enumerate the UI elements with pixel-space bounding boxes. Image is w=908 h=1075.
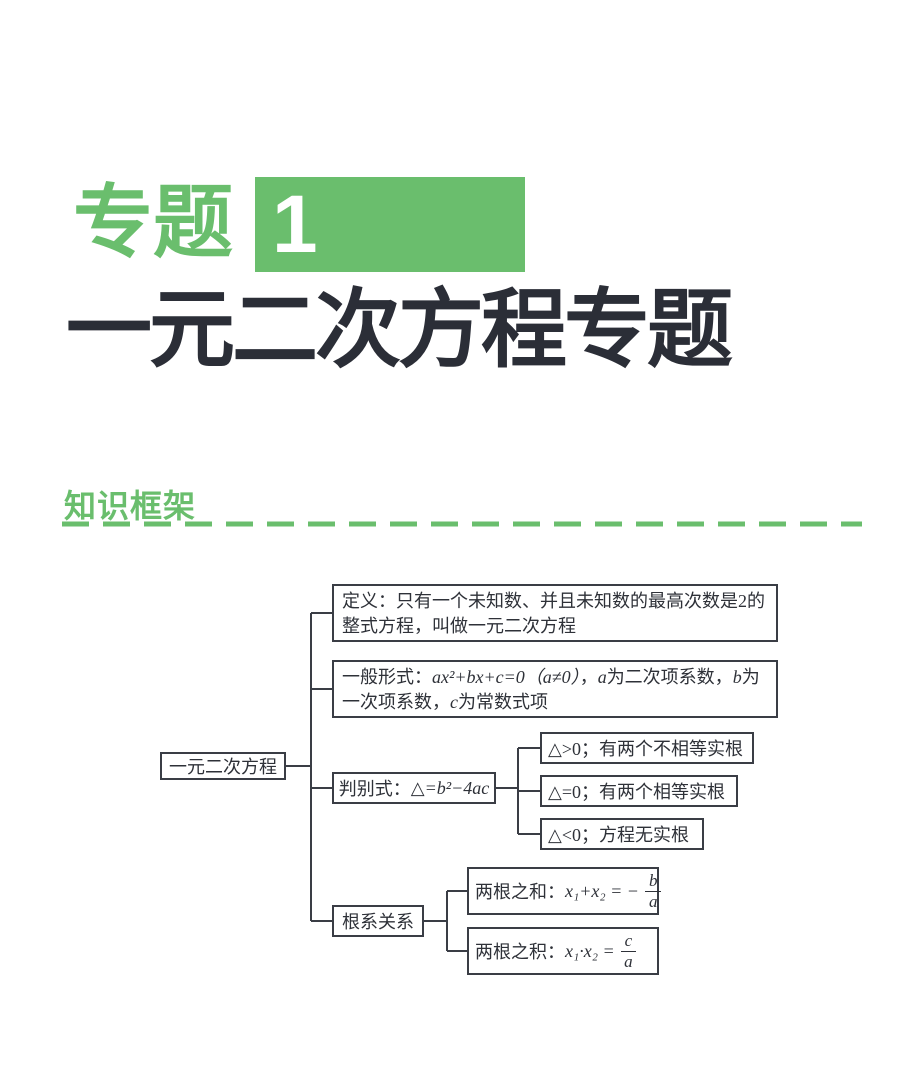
- discriminant-formula: △=b²−4ac: [410, 777, 490, 798]
- roots-product-label: 两根之积：: [475, 942, 565, 962]
- fraction-denominator: a: [648, 891, 658, 911]
- roots-relation-label: 根系关系: [342, 912, 414, 932]
- definition-text: 定义：只有一个未知数、并且未知数的最高次数是2的整式方程，叫做一元二次方程: [342, 591, 765, 636]
- node-delta-negative: △<0；方程无实根: [540, 818, 704, 850]
- node-general-form: 一般形式：ax²+bx+c=0（a≠0），a为二次项系数，b为一次项系数，c为常…: [332, 660, 778, 718]
- node-roots-relation: 根系关系: [332, 905, 424, 937]
- node-root: 一元二次方程: [160, 752, 286, 780]
- roots-sum-label: 两根之和：: [475, 882, 565, 902]
- page-title: 一元二次方程专题: [66, 282, 733, 378]
- general-form-sep: ，: [579, 667, 598, 687]
- fraction-denominator: a: [624, 951, 633, 971]
- node-discriminant: 判别式：△=b²−4ac: [332, 772, 496, 804]
- discriminant-label: 判别式：: [338, 779, 411, 799]
- node-delta-positive: △>0；有两个不相等实根: [540, 732, 754, 764]
- topic-number: 1: [272, 179, 318, 270]
- var-b: b: [732, 667, 742, 687]
- var-a: a: [597, 667, 607, 687]
- node-root-label: 一元二次方程: [169, 757, 277, 777]
- delta-positive-text: △>0；有两个不相等实根: [548, 739, 743, 759]
- topic-badge-label: 专题: [73, 178, 233, 267]
- delta-zero-text: △=0；有两个相等实根: [548, 782, 725, 802]
- var-a-desc: 为二次项系数，: [606, 667, 733, 687]
- fraction-numerator: c: [620, 931, 637, 952]
- general-form-label: 一般形式：: [342, 667, 432, 687]
- topic-number-box: 1: [255, 177, 525, 272]
- var-c-desc: 为常数式项: [458, 692, 548, 712]
- var-b-desc: 为一次项系数，: [342, 667, 760, 712]
- roots-sum-expr: x₁+x₂ = −: [565, 880, 639, 901]
- dashed-divider: [62, 521, 862, 527]
- delta-negative-text: △<0；方程无实根: [548, 825, 689, 845]
- node-delta-zero: △=0；有两个相等实根: [540, 775, 738, 807]
- var-c: c: [450, 692, 458, 712]
- node-definition: 定义：只有一个未知数、并且未知数的最高次数是2的整式方程，叫做一元二次方程: [332, 584, 778, 642]
- section-header: 知识框架: [64, 488, 197, 524]
- fraction-numerator: b: [644, 871, 662, 892]
- general-form-formula: ax²+bx+c=0（a≠0）: [432, 667, 580, 687]
- roots-product-expr: x₁·x₂ =: [565, 940, 615, 961]
